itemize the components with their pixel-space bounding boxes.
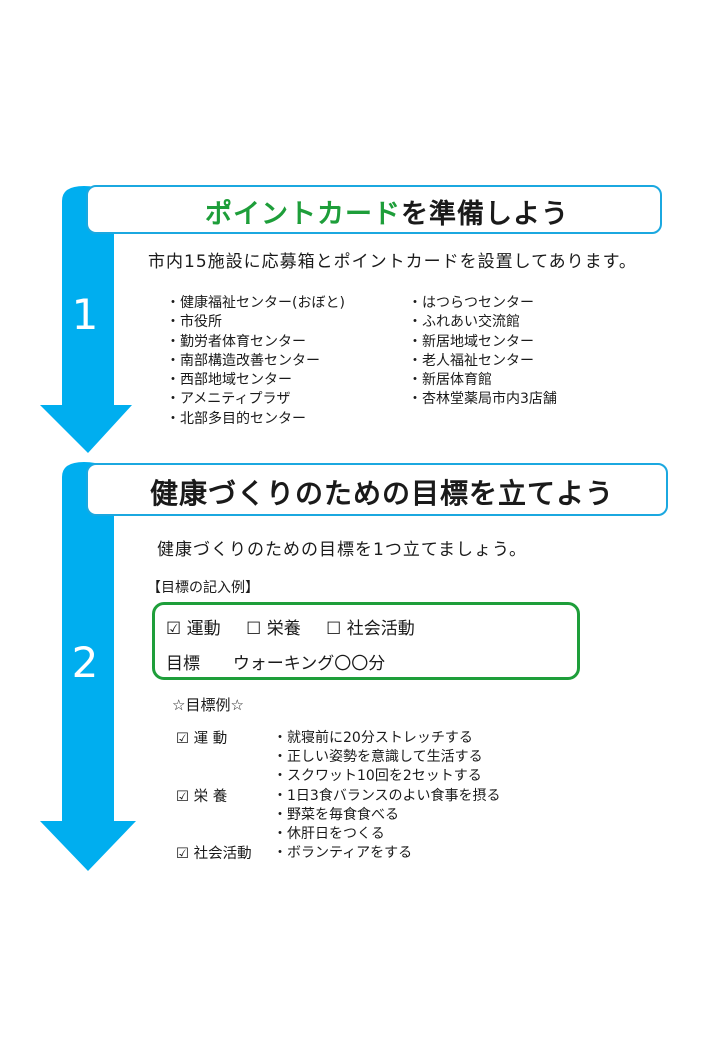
list-item: ・アメニティプラザ [166, 391, 291, 408]
list-item: ・杏林堂薬局市内3店舗 [408, 391, 557, 408]
goal-item: ・休肝日をつくる [273, 826, 385, 842]
step2-number: 2 [71, 638, 99, 687]
facility-list-left: ・健康福祉センター(おぼと) ・市役所 ・勤労者体育センター ・南部構造改善セン… [166, 294, 345, 429]
list-item: ・はつらつセンター [408, 295, 534, 311]
check-exercise: ☑ 運動 [166, 619, 221, 639]
step1-intro: 市内15施設に応募箱とポイントカードを設置してあります。 [148, 252, 637, 272]
list-item: ・市役所 [166, 314, 222, 331]
step2-title-box [86, 463, 668, 516]
goal-category-social: ☑ 社会活動 [176, 846, 252, 862]
list-item: ・南部構造改善センター [166, 352, 320, 369]
goal-item: ・野菜を毎食食べる [273, 807, 399, 823]
list-item: ・老人福祉センター [408, 352, 534, 369]
goal-item: ・正しい姿勢を意識して生活する [273, 749, 483, 765]
step1-arrow [40, 186, 132, 453]
step2-title: 健康づくりのための目標を立てよう [150, 477, 615, 510]
goal-category-exercise: ☑ 運 動 [176, 731, 228, 747]
goal-item: ・スクワット10回を2セットする [273, 768, 482, 784]
goal-item: ・1日3食バランスのよい食事を摂る [273, 788, 501, 804]
goals-heading: ☆目標例☆ [172, 696, 244, 714]
step1-title-rest: を準備しよう [401, 199, 569, 230]
step1-number: 1 [71, 290, 99, 339]
example-label: 【目標の記入例】 [147, 580, 259, 596]
list-item: ・ふれあい交流館 [408, 314, 520, 331]
check-nutrition: ☐ 栄養 [246, 619, 301, 639]
check-social: ☐ 社会活動 [326, 619, 415, 639]
step1-title-highlight: ポイントカード [205, 199, 401, 230]
step2-arrow [40, 462, 136, 871]
list-item: ・勤労者体育センター [166, 333, 306, 350]
goal-item: ・就寝前に20分ストレッチする [273, 730, 473, 746]
list-item: ・西部地域センター [166, 372, 292, 389]
example-checks: ☑ 運動 ☐ 栄養 ☐ 社会活動 [166, 614, 435, 639]
facility-list-right: ・はつらつセンター ・ふれあい交流館 ・新居地域センター ・老人福祉センター ・… [408, 294, 557, 410]
step1-title-box [86, 185, 662, 234]
example-goal: 目標 ウォーキング〇〇分 [166, 649, 385, 674]
list-item: ・北部多目的センター [166, 410, 306, 427]
step2-intro: 健康づくりのための目標を1つ立てましょう。 [157, 540, 527, 560]
example-box [152, 602, 580, 680]
list-item: ・健康福祉センター(おぼと) [166, 295, 345, 311]
goal-category-nutrition: ☑ 栄 養 [176, 789, 228, 805]
step1-title: ポイントカードを準備しよう [205, 192, 569, 231]
goal-item: ・ボランティアをする [273, 845, 413, 861]
list-item: ・新居地域センター [408, 333, 534, 350]
list-item: ・新居体育館 [408, 372, 492, 389]
goal-label: 目標 [166, 654, 200, 674]
goal-value: ウォーキング〇〇分 [232, 654, 386, 674]
